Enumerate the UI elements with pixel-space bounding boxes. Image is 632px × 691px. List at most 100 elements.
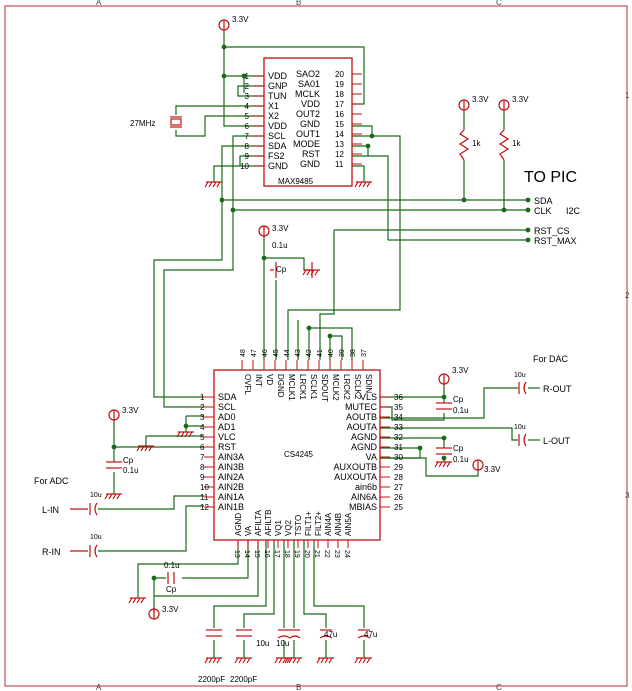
cs4245-pin-name: OVFL (243, 374, 252, 395)
cs4245-pin-name: VA (366, 452, 377, 462)
max9485-pin-name: GND (268, 161, 289, 171)
rst-cs-label: RST_CS (534, 226, 570, 236)
cs4245-pin-name: AIN2A (218, 472, 244, 482)
cs4245-pin-name: AIN1B (218, 502, 244, 512)
cs4245-pin-name: AIN3B (218, 462, 244, 472)
adc-input-section: For ADC L-IN R-IN 10u 10u (34, 476, 102, 558)
cs4245-pin-name: AD1 (218, 422, 236, 432)
cs4245-pin-name: AFILTB (264, 509, 273, 536)
max9485-pin-number: 2 (245, 82, 250, 91)
cs4245-pin-number: 48 (240, 349, 247, 357)
power-3v3-bottom: 3.3V (148, 605, 179, 620)
rst-max-label: RST_MAX (534, 236, 577, 246)
max9485-pin-number: 20 (335, 70, 344, 79)
svg-text:Cp: Cp (123, 456, 134, 465)
cs4245-pin-name: ain6b (355, 482, 377, 492)
cs4245-pin-number: 14 (243, 550, 250, 558)
svg-text:0.1u: 0.1u (272, 241, 288, 250)
grid-column-label: C (496, 0, 502, 7)
cs4245-pin-name: SCL (218, 402, 236, 412)
svg-text:3.3V: 3.3V (272, 224, 289, 233)
max9485-pin-name: MODE (293, 139, 320, 149)
grid-row-label: 2 (625, 291, 630, 300)
svg-text:10u: 10u (514, 424, 526, 431)
cs4245-pin-number: 26 (394, 493, 403, 502)
cs4245-pin-name: RST (218, 442, 237, 452)
cs4245-pin-number: 35 (394, 403, 403, 412)
grid-column-label: C (496, 683, 502, 691)
svg-text:10u: 10u (514, 372, 526, 379)
cs4245-pin-number: 39 (339, 349, 346, 357)
svg-text:3.3V: 3.3V (162, 605, 179, 614)
r-in-label: R-IN (42, 547, 61, 557)
cs4245-pin-name: AIN4B (334, 513, 343, 536)
max9485-pin-number: 17 (335, 100, 344, 109)
cs4245-pin-name: TSTO (294, 515, 303, 536)
max9485-pin-name: TUN (268, 91, 287, 101)
cs4245-pin-number: 15 (253, 550, 260, 558)
resistor-1k-sda: 1k (458, 129, 481, 161)
svg-text:1k: 1k (512, 139, 521, 148)
max9485-pin-number: 11 (335, 160, 344, 169)
cs4245-pin-name: MCLK1 (287, 374, 296, 401)
svg-text:3.3V: 3.3V (512, 95, 529, 104)
cs4245-pin-name: AFILTA (254, 509, 263, 536)
svg-text:10u: 10u (276, 639, 289, 648)
max9485-pin-name: FS2 (268, 151, 285, 161)
power-3v3-vd: 3.3V (258, 224, 289, 237)
for-dac-label: For DAC (533, 354, 569, 364)
cs4245-pin-number: 46 (262, 349, 269, 357)
bottom-filter-caps: 10u 10u 47u 47u 2200pF 2200pF (198, 629, 377, 684)
cs4245-pin-name: SCLK2 (353, 374, 362, 400)
r-out-label: R-OUT (543, 384, 572, 394)
svg-text:2200pF: 2200pF (230, 675, 257, 684)
l-out-label: L-OUT (543, 436, 571, 446)
grid-column-label: B (296, 683, 301, 691)
cs4245-pin-name: AOUTB (346, 412, 377, 422)
cap-cp-vls: Cp 0.1u (436, 395, 469, 415)
svg-text:3.3V: 3.3V (484, 465, 501, 474)
max9485-pin-name: VDD (268, 71, 288, 81)
max9485-pin-name: X2 (268, 111, 279, 121)
cs4245-pin-number: 23 (333, 550, 340, 558)
svg-text:3.3V: 3.3V (472, 95, 489, 104)
cs4245-pin-number: 5 (200, 433, 205, 442)
cs4245-pin-number: 27 (394, 483, 403, 492)
svg-text:10u: 10u (90, 534, 102, 541)
max9485-pin-name: RST (302, 149, 321, 159)
grid-column-label: B (296, 0, 301, 7)
l-in-label: L-IN (42, 505, 59, 515)
cap-cp-vlc: Cp 0.1u (106, 456, 139, 475)
cap-cp-bottom: 0.1u Cp (164, 561, 180, 594)
grid-row-label: 1 (625, 91, 630, 100)
svg-text:0.1u: 0.1u (123, 466, 139, 475)
max9485-pin-number: 6 (245, 122, 250, 131)
max9485-pin-number: 5 (245, 112, 250, 121)
cs4245-pin-number: 10 (200, 483, 209, 492)
max9485-pin-name: VDD (268, 121, 288, 131)
svg-text:3.3V: 3.3V (122, 406, 139, 415)
cs4245-pin-number: 22 (323, 550, 330, 558)
pic-connector: TO PIC SDA CLK I2C RST_CS RST_MAX (524, 169, 581, 246)
max9485-pin-number: 15 (335, 120, 344, 129)
max9485-pin-name: VDD (301, 99, 321, 109)
cs4245-pin-number: 30 (394, 453, 403, 462)
max9485-pin-name: MCLK (295, 89, 320, 99)
power-3v3-vlc: 3.3V (108, 406, 139, 421)
cs4245-pin-number: 40 (328, 349, 335, 357)
power-3v3-pullup-1: 3.3V (458, 95, 489, 111)
cs4245-pin-name: VLC (218, 432, 236, 442)
svg-text:27MHz: 27MHz (130, 119, 155, 128)
cs4245-pin-number: 37 (361, 349, 368, 357)
cs4245-pin-name: VLS (360, 392, 377, 402)
cs4245-pin-name: FILT1+ (304, 511, 313, 536)
sda-label: SDA (534, 196, 553, 206)
svg-text:47u: 47u (324, 630, 337, 639)
max9485-pin-name: OUT2 (296, 109, 320, 119)
svg-text:Cp: Cp (453, 395, 464, 404)
cs4245-pin-name: SDOUT (320, 374, 329, 402)
svg-text:3.3V: 3.3V (452, 366, 469, 375)
